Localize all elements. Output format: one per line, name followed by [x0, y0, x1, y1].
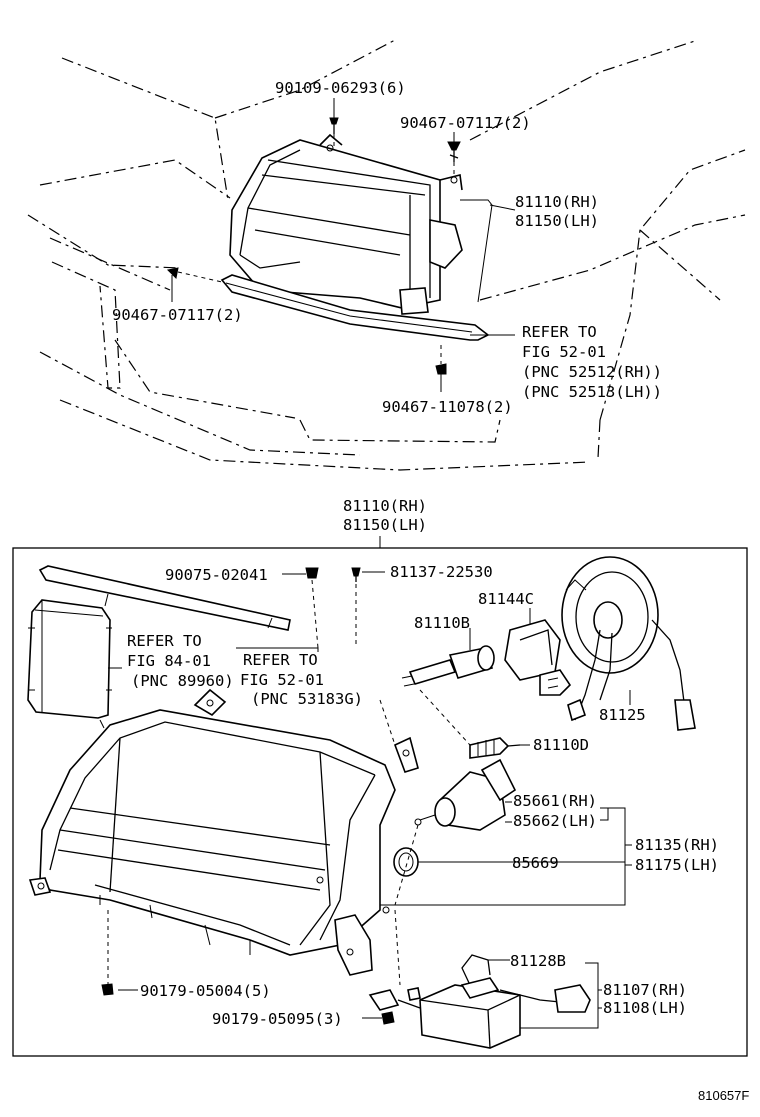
label-screw-bottom: 90179-05004(5)	[140, 982, 271, 1000]
ballast-unit	[368, 977, 521, 1049]
assembly-header: 81110(RH) 81150(LH)	[343, 497, 427, 548]
figure-id: 810657F	[698, 1088, 749, 1103]
label-refer52-3: (PNC 53183G)	[251, 690, 363, 708]
label-bolt-a: 90109-06293(6)	[275, 79, 406, 97]
labels-top: 90109-06293(6) 90467-07117(2) 81110(RH) …	[112, 79, 662, 416]
trim-bar-detail	[38, 565, 291, 631]
label-refer84-1: REFER TO	[127, 632, 202, 650]
label-sub-rh: 81135(RH)	[635, 836, 719, 854]
label-nut: 90075-02041	[165, 566, 268, 584]
label-clip-c: 90467-07117(2)	[112, 306, 243, 324]
label-cover: 81125	[599, 706, 646, 724]
leaders-top	[171, 98, 516, 392]
ballast-cable	[461, 954, 591, 1013]
label-headlamp-rh: 81110(RH)	[515, 193, 599, 211]
detail-frame	[12, 547, 748, 1057]
headlamp-assembly-top	[229, 133, 463, 315]
label-cable: 81128B	[510, 952, 566, 970]
leaders-detail	[107, 571, 632, 1029]
label-clip-b: 90467-07117(2)	[400, 114, 531, 132]
fasteners-top	[166, 117, 461, 375]
label-sub-lh: 81175(LH)	[635, 856, 719, 874]
vehicle-body-outline	[27, 39, 746, 471]
label-refer-2: FIG 52-01	[522, 343, 606, 361]
label-refer-4: (PNC 52513(LH))	[522, 383, 662, 401]
dust-cover	[561, 556, 696, 731]
o-ring	[393, 847, 419, 877]
label-refer-3: (PNC 52512(RH))	[522, 363, 662, 381]
headlamp-housing-detail	[28, 688, 419, 976]
label-refer-1: REFER TO	[522, 323, 597, 341]
bulb-socket	[504, 619, 572, 696]
label-refer52-1: REFER TO	[243, 651, 318, 669]
label-bulb-lh: 85662(LH)	[513, 812, 597, 830]
bulb-assembly	[414, 758, 517, 831]
labels-detail: 90075-02041 81137-22530 81144C 81110B RE…	[127, 563, 719, 1028]
small-parts-detail	[101, 567, 395, 1025]
ecu-module	[27, 593, 112, 729]
label-socket: 81144C	[478, 590, 534, 608]
label-assembly-lh: 81150(LH)	[343, 516, 427, 534]
trim-strip	[220, 274, 490, 341]
label-bulb: 81110B	[414, 614, 470, 632]
label-screw-ballast: 90179-05095(3)	[212, 1010, 343, 1028]
label-adjuster: 81110D	[533, 736, 589, 754]
label-bulb-rh: 85661(RH)	[513, 792, 597, 810]
label-refer84-2: FIG 84-01	[127, 652, 211, 670]
label-refer84-3: (PNC 89960)	[131, 672, 234, 690]
label-ballast-rh: 81107(RH)	[603, 981, 687, 999]
label-ballast-lh: 81108(LH)	[603, 999, 687, 1017]
label-refer52-2: FIG 52-01	[240, 671, 324, 689]
label-headlamp-lh: 81150(LH)	[515, 212, 599, 230]
hid-bulb	[401, 645, 495, 687]
label-oring: 85669	[512, 854, 559, 872]
label-screw: 81137-22530	[390, 563, 493, 581]
label-assembly-rh: 81110(RH)	[343, 497, 427, 515]
label-clip-d: 90467-11078(2)	[382, 398, 513, 416]
adjuster	[469, 737, 521, 759]
